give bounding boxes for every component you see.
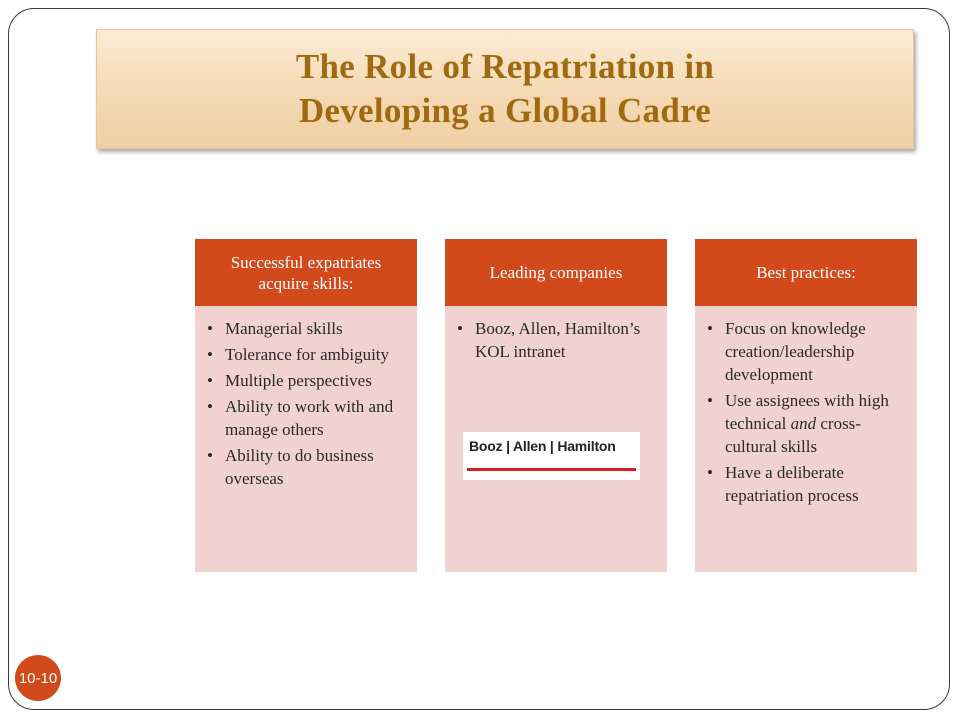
skills-column: Successful expatriates acquire skills: M…: [195, 239, 417, 572]
emphasis-and: and: [790, 414, 817, 433]
booz-allen-hamilton-logo: Booz | Allen | Hamilton: [463, 432, 640, 480]
bullet-item: Managerial skills: [207, 317, 409, 340]
title-line-1: The Role of Repatriation in: [295, 47, 715, 86]
bullet-list: Focus on knowledge creation/leadership d…: [695, 317, 917, 510]
title-line-2: Developing a Global Cadre: [298, 91, 712, 130]
bullet-item: Ability to work with and manage others: [207, 395, 409, 441]
slide-number-badge: 10-10: [15, 655, 61, 701]
bullet-item: Multiple perspectives: [207, 369, 409, 392]
best-practices-column: Best practices: Focus on knowledge creat…: [695, 239, 917, 572]
bullet-item: Booz, Allen, Hamilton’s KOL intranet: [457, 317, 659, 363]
bullet-item: Focus on knowledge creation/leadership d…: [707, 317, 909, 386]
bullet-item: Use assignees with high technical and cr…: [707, 389, 909, 458]
slide-title: The Role of Repatriation in Developing a…: [296, 45, 714, 133]
column-header: Successful expatriates acquire skills:: [195, 239, 417, 306]
bullet-list: Booz, Allen, Hamilton’s KOL intranet: [445, 317, 667, 366]
bullet-item: Ability to do business overseas: [207, 444, 409, 490]
logo-wordmark: Booz | Allen | Hamilton: [469, 438, 616, 454]
leading-companies-column: Leading companies Booz, Allen, Hamilton’…: [445, 239, 667, 572]
column-header: Best practices:: [695, 239, 917, 306]
bullet-item: Have a deliberate repatriation process: [707, 461, 909, 507]
logo-underline: [467, 468, 636, 471]
column-header: Leading companies: [445, 239, 667, 306]
title-banner: The Role of Repatriation in Developing a…: [96, 29, 914, 149]
bullet-list: Managerial skills Tolerance for ambiguit…: [195, 317, 417, 493]
bullet-item: Tolerance for ambiguity: [207, 343, 409, 366]
